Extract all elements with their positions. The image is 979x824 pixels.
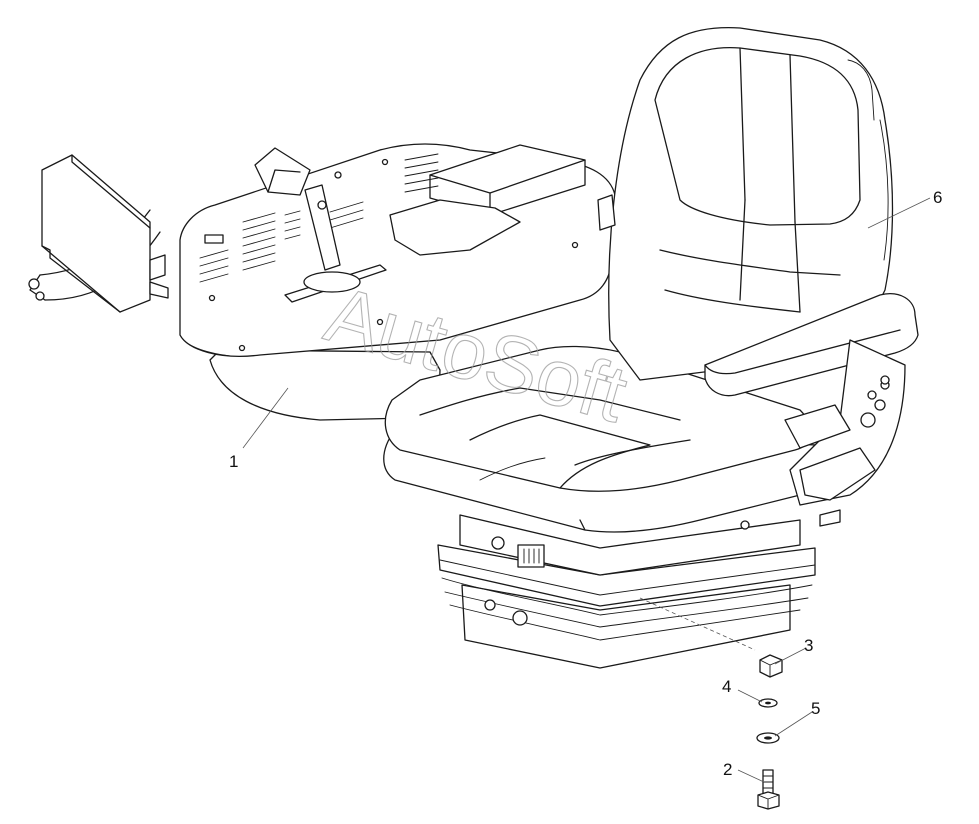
seat-belt-buckle[interactable] [784,375,890,501]
nut[interactable] [759,654,783,678]
lock-washer[interactable] [758,698,778,708]
hardware-stack [639,597,783,810]
seat-backrest[interactable] [608,26,894,381]
display-unit[interactable] [41,154,169,313]
callout-3: 3 [804,636,813,655]
callouts: 1 2 3 4 5 6 [229,188,942,779]
joystick[interactable] [254,147,361,293]
bolt[interactable] [757,769,780,810]
control-console[interactable] [28,143,616,421]
callout-1: 1 [229,452,238,471]
callout-6: 6 [933,188,942,207]
flat-washer[interactable] [756,732,780,744]
operator-seat[interactable] [383,26,919,669]
callout-5: 5 [811,699,820,718]
vent-grille [199,153,439,283]
callout-2: 2 [723,760,732,779]
seat-cushion[interactable] [383,345,825,533]
leader-lines [242,197,931,783]
console-armrest[interactable] [429,144,586,216]
seat-suspension[interactable] [437,514,816,669]
callout-4: 4 [722,677,731,696]
